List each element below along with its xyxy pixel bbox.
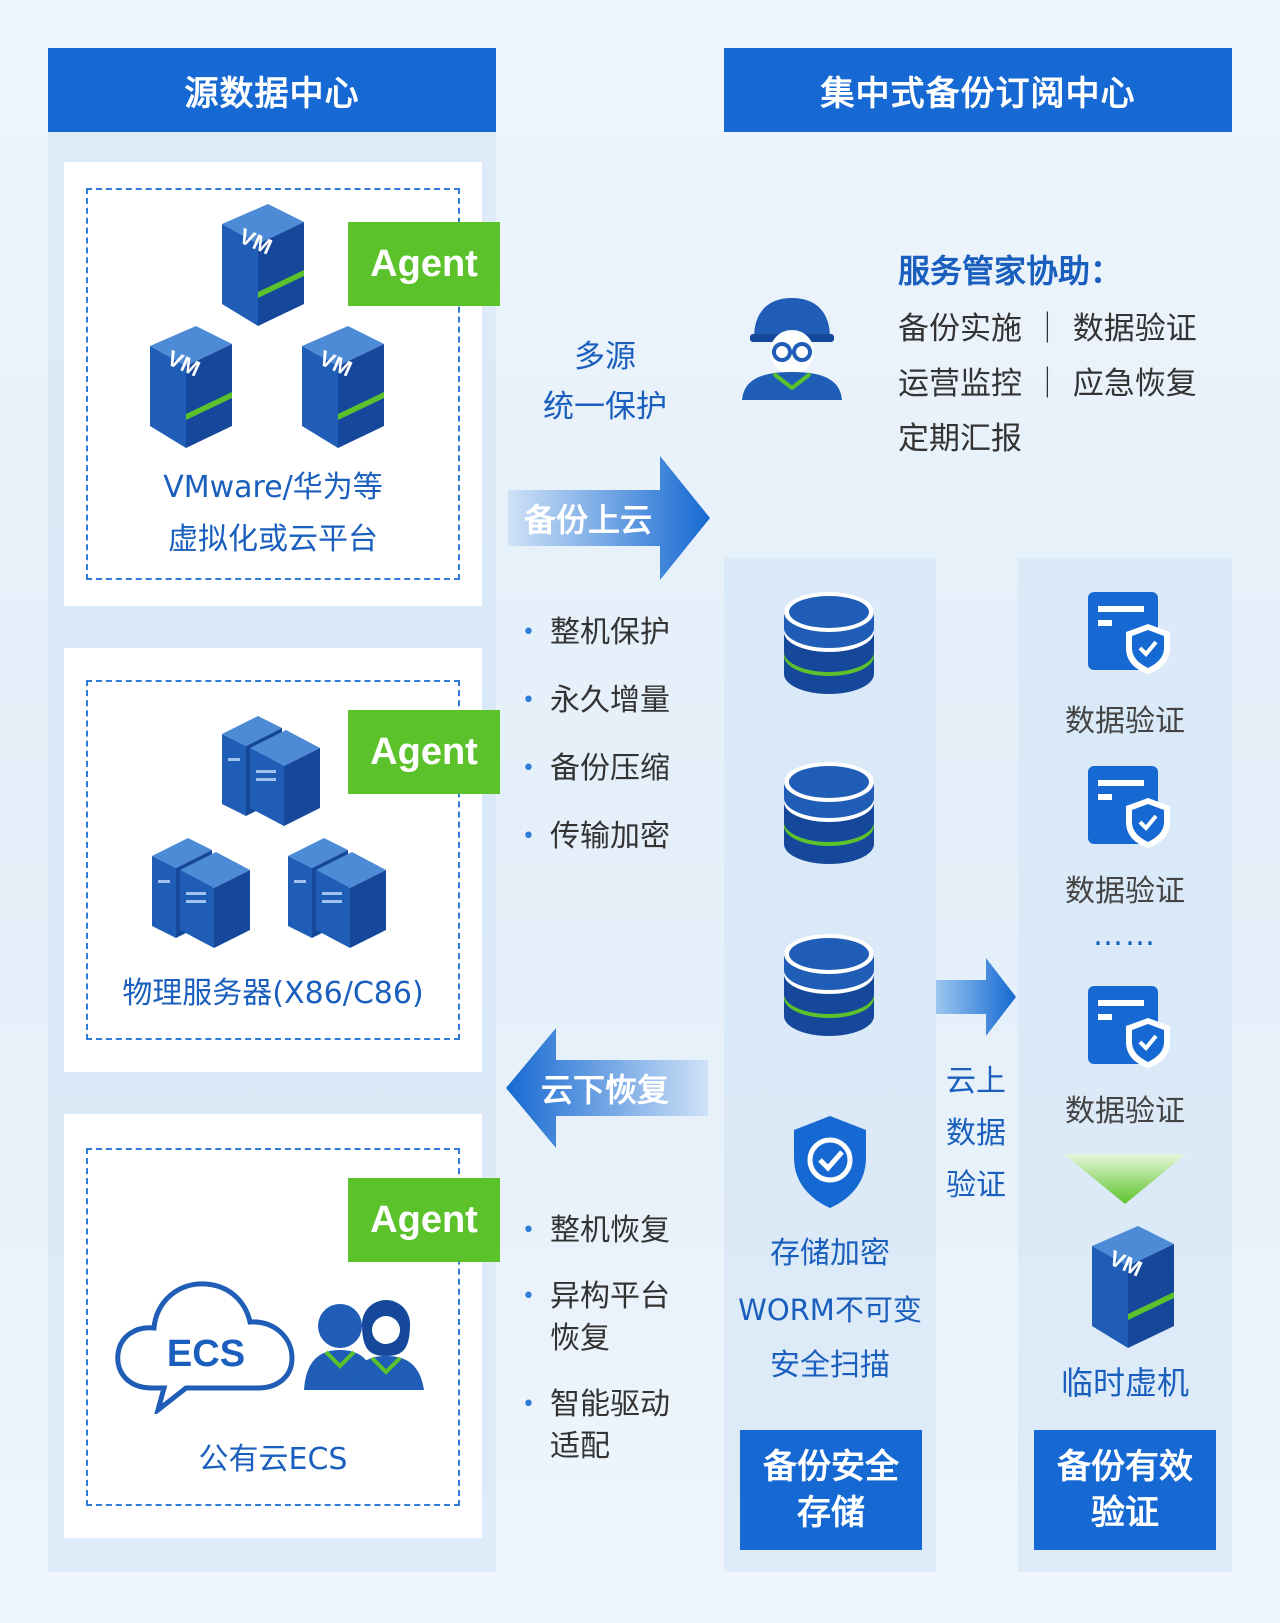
- down-arrow-icon: [1064, 1154, 1186, 1204]
- document-shield-icon: [1088, 592, 1170, 674]
- service-line: 运营监控 ｜ 应急恢复: [898, 366, 1197, 402]
- source-card-virtualization-frame: [86, 188, 460, 580]
- cloud-verify-label: 云上 数据 验证: [946, 1064, 1006, 1203]
- service-list: 备份实施 ｜ 数据验证 运营监控 ｜ 应急恢复 定期汇报: [898, 302, 1197, 467]
- storage-feature: WORM不可变: [738, 1293, 922, 1327]
- temp-vm-label: 临时虚机: [1060, 1364, 1189, 1402]
- list-item: 整机保护: [522, 612, 712, 654]
- document-shield-icon: [1088, 986, 1170, 1068]
- cloud-icon: ECS: [115, 1281, 295, 1414]
- document-shield-icon: [1088, 766, 1170, 848]
- agent-badge: Agent: [348, 222, 500, 306]
- vm-icon: VM: [302, 326, 384, 448]
- backup-arrow-label: 备份上云: [523, 501, 652, 539]
- cloud-label: ECS: [167, 1333, 245, 1375]
- list-item: 传输加密: [522, 816, 712, 858]
- agent-badge: Agent: [348, 1178, 500, 1262]
- restore-arrow-icon: [506, 1028, 708, 1148]
- verify-item-label: 数据验证: [1065, 874, 1185, 909]
- source-virtualization-label: VMware/华为等 虚拟化或云平台: [163, 470, 383, 557]
- backup-feature-list: 整机保护 永久增量 备份压缩 传输加密: [522, 612, 712, 858]
- agent-badge: Agent: [348, 710, 500, 794]
- vm-icon: VM: [1092, 1226, 1174, 1348]
- vm-icon: VM: [150, 326, 232, 448]
- server-icon: [288, 838, 386, 948]
- storage-feature: 存储加密: [770, 1236, 890, 1271]
- vm-icon: VM: [222, 204, 304, 326]
- ellipsis: ……: [1093, 918, 1157, 953]
- engineer-icon: [742, 298, 842, 400]
- service-line: 备份实施 ｜ 数据验证: [898, 311, 1197, 347]
- database-icon: [784, 762, 874, 864]
- list-item: 备份压缩: [522, 748, 712, 790]
- source-card-ecs-frame: [86, 1148, 460, 1506]
- verify-item-label: 数据验证: [1065, 704, 1185, 739]
- verify-item-label: 数据验证: [1065, 1094, 1185, 1129]
- shield-check-icon: [794, 1116, 866, 1208]
- source-card-physical-frame: [86, 680, 460, 1040]
- service-line: 定期汇报: [898, 421, 1022, 457]
- database-icon: [784, 934, 874, 1036]
- restore-arrow-label: 云下恢复: [540, 1071, 669, 1109]
- storage-summary-box: 备份安全 存储: [740, 1430, 922, 1550]
- storage-feature: 安全扫描: [770, 1348, 890, 1383]
- restore-feature-list: 整机恢复 异构平台恢复 智能驱动适配: [522, 1210, 712, 1468]
- verify-arrow-icon: [936, 958, 1016, 1036]
- list-item: 智能驱动适配: [522, 1384, 692, 1468]
- list-item: 整机恢复: [522, 1210, 712, 1252]
- source-ecs-label: 公有云ECS: [198, 1442, 348, 1477]
- users-icon: [304, 1300, 424, 1390]
- source-physical-label: 物理服务器(X86/C86): [122, 976, 424, 1011]
- server-icon: [222, 716, 320, 826]
- source-header: 源数据中心: [48, 48, 496, 132]
- verify-summary-box: 备份有效 验证: [1034, 1430, 1216, 1550]
- server-icon: [152, 838, 250, 948]
- multi-source-label: 多源 统一保护: [543, 339, 667, 425]
- storage-column: [724, 558, 936, 1572]
- list-item: 异构平台恢复: [522, 1276, 692, 1360]
- verification-column: [1018, 558, 1232, 1572]
- service-title: 服务管家协助：: [898, 252, 1123, 290]
- backup-arrow-icon: [508, 456, 710, 580]
- storage-feature-list: 存储加密 WORM不可变 安全扫描: [724, 1226, 936, 1394]
- database-icon: [784, 592, 874, 694]
- list-item: 永久增量: [522, 680, 712, 722]
- center-header: 集中式备份订阅中心: [724, 48, 1232, 132]
